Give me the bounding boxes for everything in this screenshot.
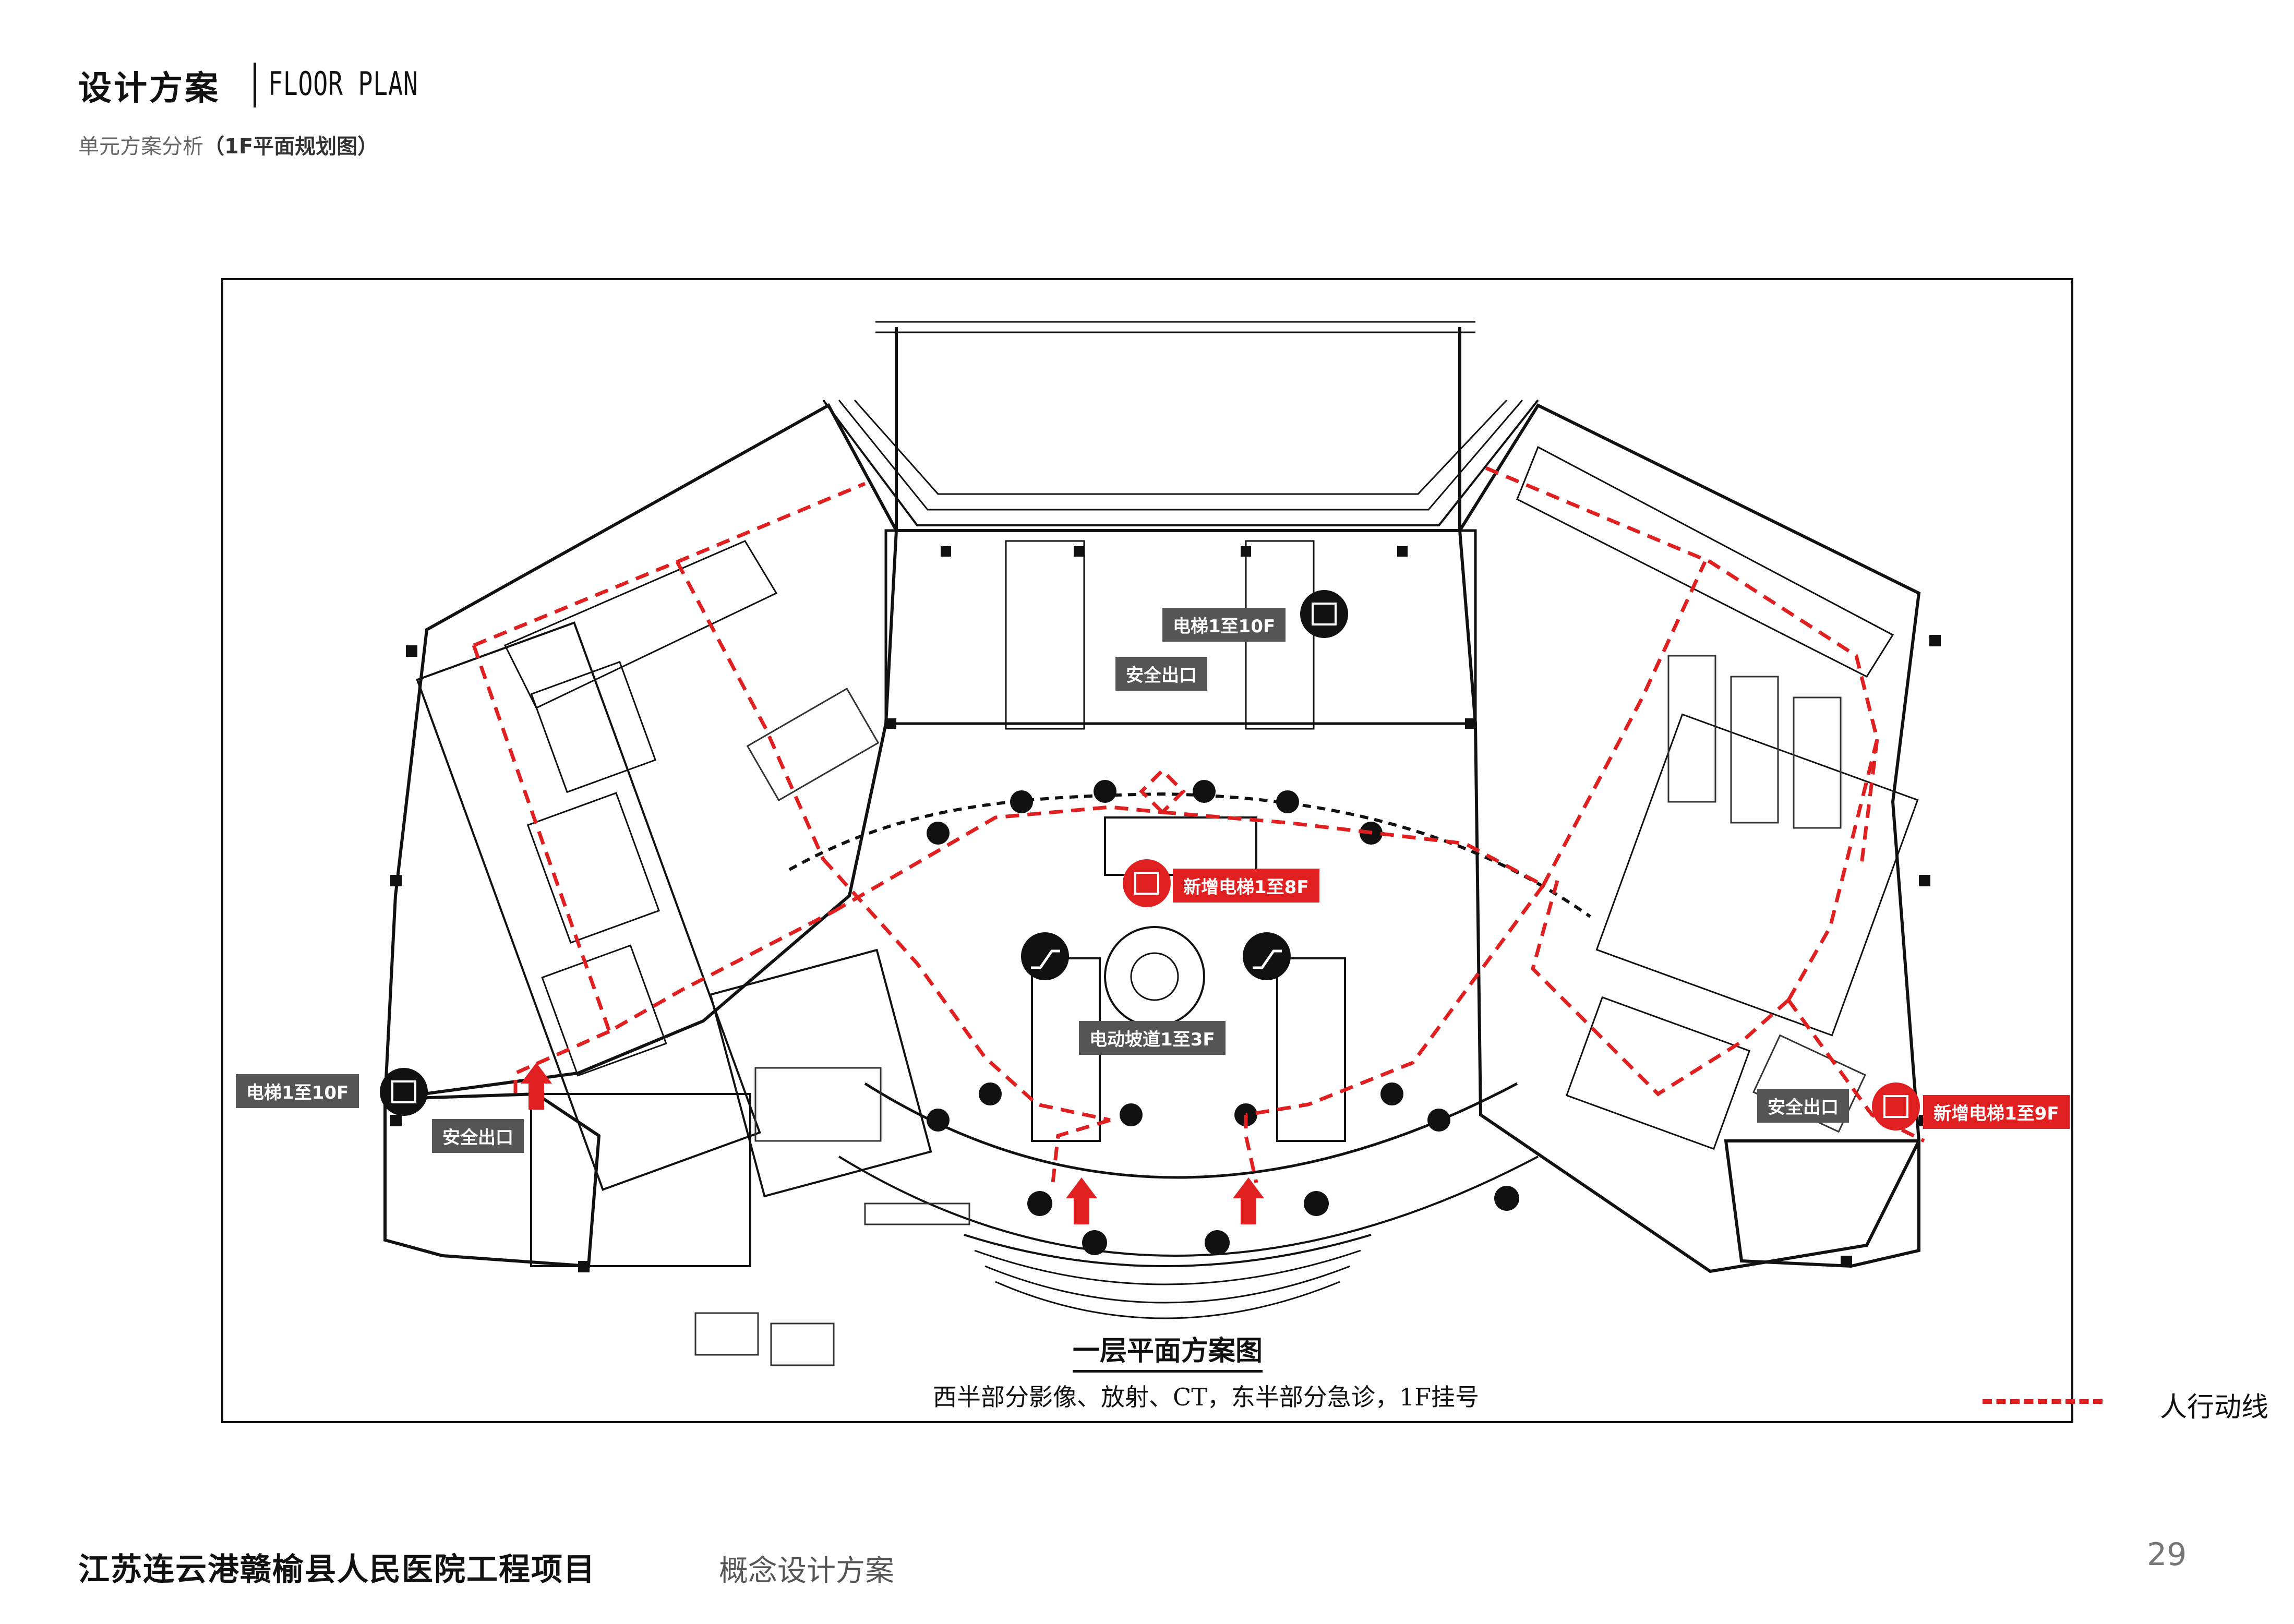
entry-arrows [521, 1063, 1264, 1224]
new-elevator-label-center: 新增电梯1至8F [1173, 869, 1319, 903]
page-number: 29 [2147, 1536, 2187, 1573]
escalator-icon-left [1021, 932, 1069, 980]
floor-plan-drawing [380, 321, 1941, 1366]
floor-plan-frame: 电梯1至10F 安全出口 新增电梯1至8F 电动坡道1至3F 电梯1至10F 安… [221, 278, 2073, 1423]
legend-dashed-line [1983, 1399, 2103, 1404]
exit-label-left: 安全出口 [432, 1119, 524, 1153]
new-elevator-label-right: 新增电梯1至9F [1923, 1095, 2070, 1129]
footer-project-title: 江苏连云港赣榆县人民医院工程项目 [78, 1551, 596, 1588]
new-elevator-icon-center [1123, 859, 1171, 907]
ramp-label: 电动坡道1至3F [1079, 1021, 1226, 1055]
flow-routes [472, 466, 1925, 1183]
building-outline [383, 321, 1921, 1319]
page-title: 设计方案 [78, 69, 220, 108]
subtitle-prefix: 单元方案分析 [78, 135, 203, 159]
footer-document-title: 概念设计方案 [719, 1554, 894, 1588]
elevator-label-top: 电梯1至10F [1162, 608, 1286, 642]
exit-label-top: 安全出口 [1115, 657, 1207, 691]
elevator-icon-left [380, 1068, 428, 1116]
subtitle-bold: （1F平面规划图） [203, 135, 379, 159]
plan-description: 西半部分影像、放射、CT，东半部分急诊，1F挂号 [933, 1383, 1480, 1411]
new-elevator-icon-right [1872, 1082, 1920, 1130]
legend-label: 人行动线 [2160, 1392, 2269, 1423]
page-subtitle: 单元方案分析（1F平面规划图） [78, 129, 378, 160]
inner-route [788, 792, 1591, 918]
escalator-icon-right [1243, 932, 1291, 980]
title-divider [254, 63, 256, 107]
plan-caption: 一层平面方案图 [1073, 1329, 1263, 1373]
page-title-en: FLOOR PLAN [268, 65, 418, 103]
elevator-icon-top [1300, 590, 1348, 638]
exit-label-right: 安全出口 [1757, 1089, 1849, 1123]
columns [390, 546, 1941, 1272]
elevator-label-left: 电梯1至10F [236, 1074, 359, 1108]
